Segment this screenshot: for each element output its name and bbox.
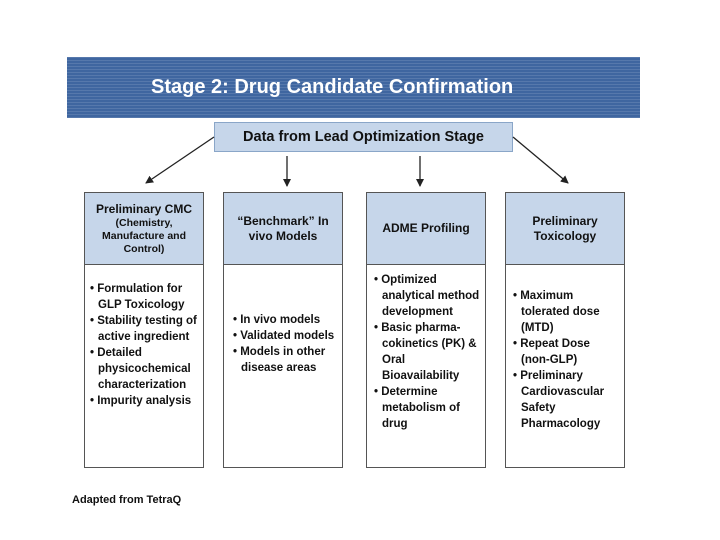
column-body: • In vivo models • Validated models • Mo…	[224, 312, 342, 467]
column-preliminary-toxicology: Preliminary Toxicology • Maximum tolerat…	[505, 192, 625, 468]
list-item: • Validated models	[233, 330, 335, 342]
column-body: • Optimized analytical method developmen…	[367, 272, 485, 467]
list-item: • Formulation for GLP Toxicology	[90, 283, 185, 311]
column-body: • Maximum tolerated dose (MTD) • Repeat …	[506, 288, 624, 467]
column-header: Preliminary CMC (Chemistry, Manufacture …	[85, 193, 203, 265]
lead-optimization-box: Data from Lead Optimization Stage	[214, 122, 513, 152]
column-header: Preliminary Toxicology	[506, 193, 624, 265]
column-title: Preliminary CMC	[95, 201, 193, 216]
column-subtitle: (Chemistry, Manufacture and Control)	[101, 216, 186, 255]
arrow-to-tox	[512, 136, 569, 184]
column-title: Preliminary Toxicology	[532, 213, 598, 243]
page-title: Stage 2: Drug Candidate Confirmation	[151, 76, 514, 98]
lead-optimization-label: Data from Lead Optimization Stage	[243, 129, 484, 145]
list-item: • Maximum tolerated dose (MTD)	[513, 290, 600, 334]
column-header: ADME Profiling	[367, 193, 485, 265]
column-title: ADME Profiling	[382, 221, 470, 235]
list-item: • In vivo models	[233, 314, 321, 326]
list-item: • Preliminary Cardiovascular Safety Phar…	[513, 370, 605, 430]
list-item: • Repeat Dose (non-GLP)	[513, 338, 590, 366]
column-header: “Benchmark” In vivo Models	[224, 193, 342, 265]
list-item: • Determine metabolism of drug	[374, 386, 460, 430]
list-item: • Basic pharma-cokinetics (PK) & Oral Bi…	[374, 322, 477, 382]
list-item: • Stability testing of active ingredient	[90, 315, 197, 343]
column-preliminary-cmc: Preliminary CMC (Chemistry, Manufacture …	[84, 192, 204, 468]
arrow-to-cmc	[145, 136, 215, 184]
list-item: • Impurity analysis	[90, 395, 192, 407]
column-body: • Formulation for GLP Toxicology • Stabi…	[85, 281, 203, 467]
column-benchmark-models: “Benchmark” In vivo Models • In vivo mod…	[223, 192, 343, 468]
list-item: • Models in other disease areas	[233, 346, 326, 374]
list-item: • Optimized analytical method developmen…	[374, 274, 480, 318]
source-note: Adapted from TetraQ	[72, 494, 182, 506]
list-item: • Detailed physicochemical characterizat…	[90, 347, 191, 391]
column-adme-profiling: ADME Profiling • Optimized analytical me…	[366, 192, 486, 468]
column-title: “Benchmark” In vivo Models	[237, 213, 329, 243]
title-banner: Stage 2: Drug Candidate Confirmation	[67, 57, 640, 118]
